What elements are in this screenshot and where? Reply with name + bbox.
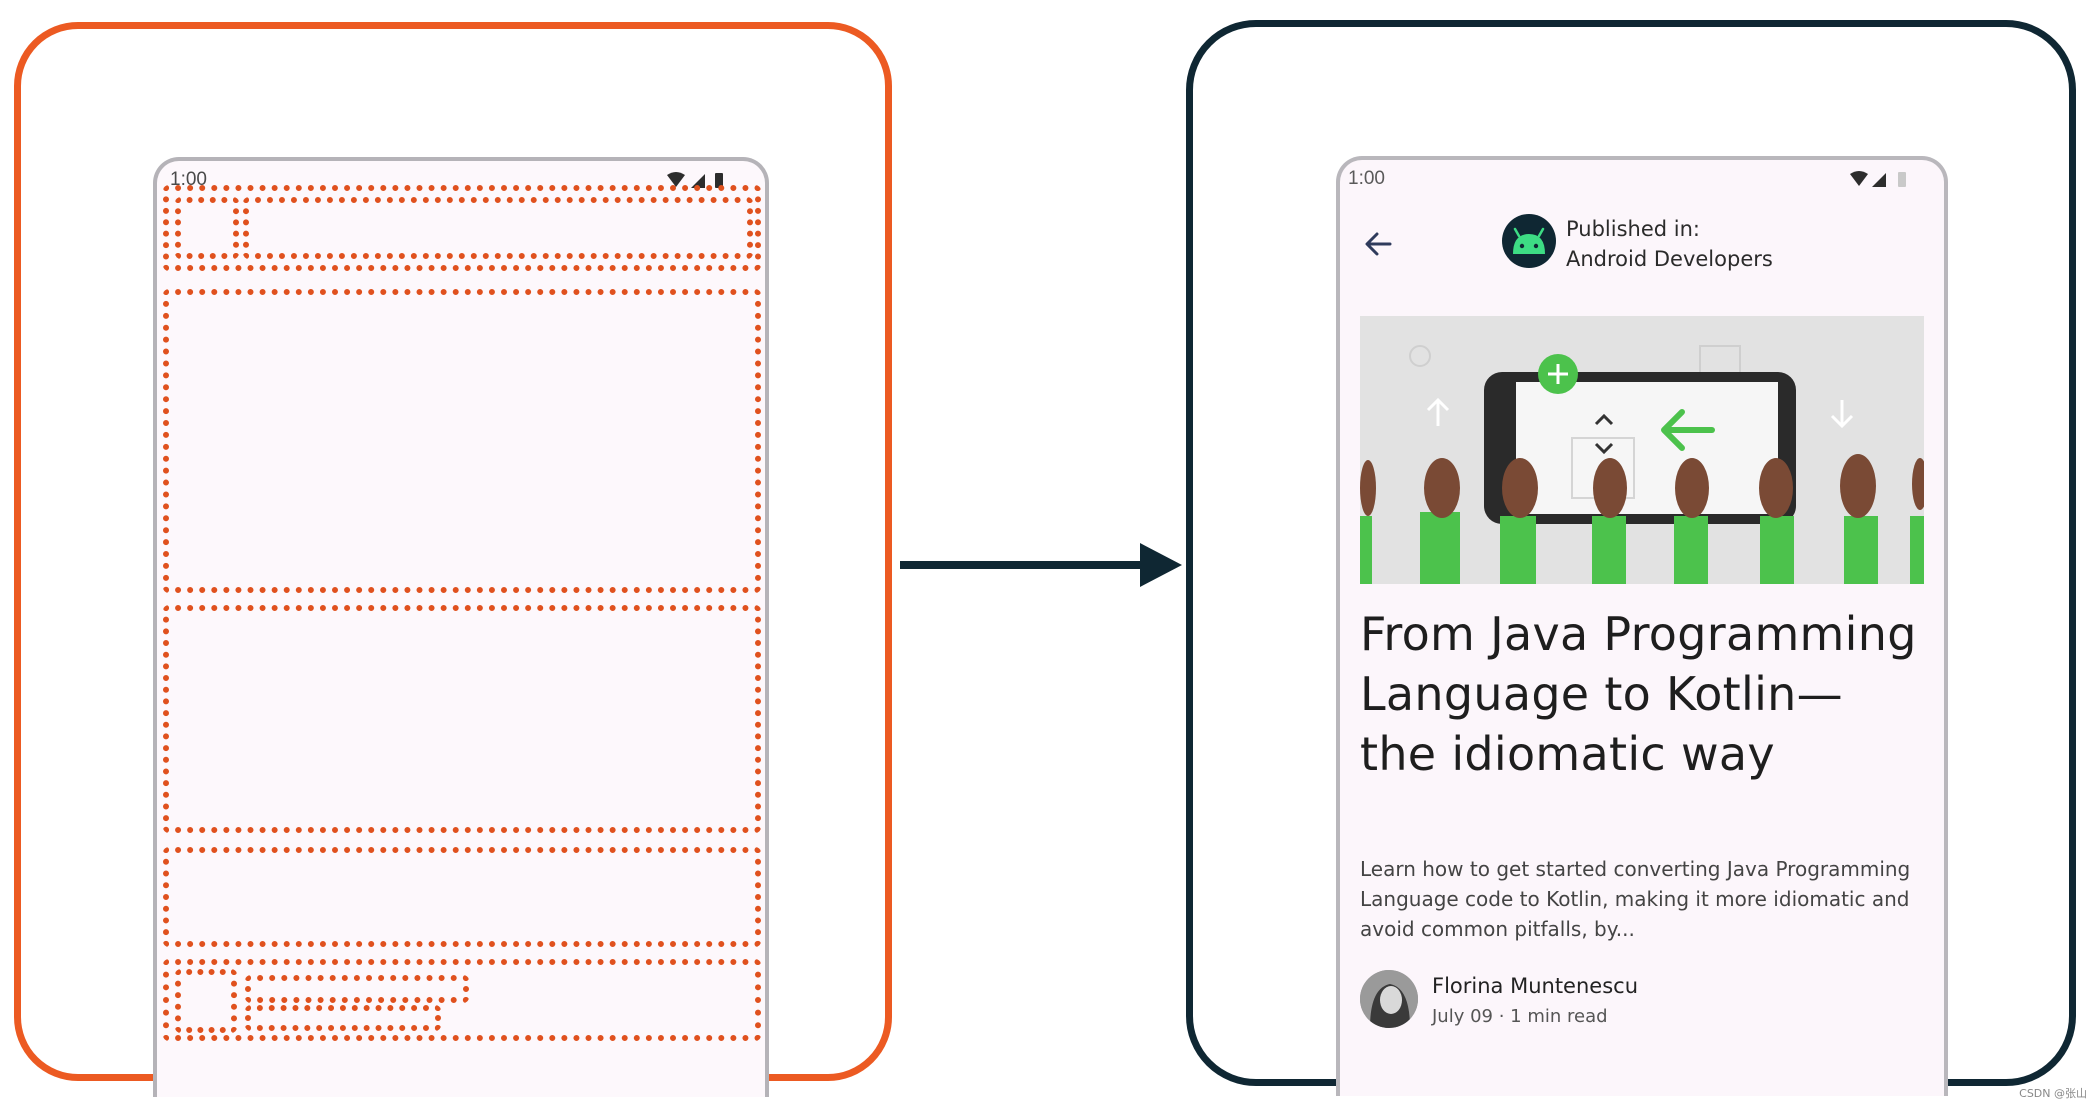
watermark: CSDN @张山 [2019, 1087, 2087, 1100]
wireframe-nav-icon-slot [175, 197, 239, 259]
status-icons [1850, 171, 1906, 187]
publication-label: Published in: [1566, 217, 1700, 241]
android-logo-icon [1513, 227, 1545, 254]
article-meta: July 09 · 1 min read [1432, 1006, 1608, 1027]
wireframe-summary-block [163, 847, 761, 947]
wireframe-author-row [163, 959, 761, 1041]
wireframe-author-name-slot [245, 975, 469, 1003]
back-arrow-icon[interactable] [1360, 226, 1396, 262]
signal-icon [1872, 173, 1886, 187]
wireframe-top-bar [163, 185, 761, 271]
status-icons [667, 172, 723, 188]
battery-icon [1898, 172, 1906, 187]
wireframe-image-slot [163, 289, 761, 593]
author-avatar[interactable] [1360, 970, 1418, 1028]
author-photo-icon [1360, 970, 1418, 1028]
hero-image [1360, 316, 1924, 584]
wireframe-author-meta-slot [245, 1005, 441, 1031]
rendered-phone: 1:00 Published in: Android Developers [1336, 156, 1948, 1096]
wifi-icon [667, 172, 685, 187]
status-time: 1:00 [1348, 168, 1385, 189]
status-time: 1:00 [170, 169, 207, 190]
battery-icon [715, 173, 723, 188]
article-title[interactable]: From Java Programming Language to Kotlin… [1360, 607, 1917, 781]
wireframe-title-slot [243, 197, 753, 259]
author-name[interactable]: Florina Muntenescu [1432, 974, 1639, 998]
wireframe-title-block [163, 605, 761, 833]
wireframe-phone: 1:00 [153, 157, 769, 1097]
publication-name[interactable]: Android Developers [1566, 247, 1773, 271]
hero-illustration [1360, 316, 1924, 584]
wireframe-author-avatar-slot [175, 969, 237, 1033]
arrow-right-icon [900, 543, 1182, 587]
publication-avatar[interactable] [1502, 214, 1556, 268]
article-summary: Learn how to get started converting Java… [1360, 857, 1911, 941]
signal-icon [691, 174, 705, 188]
wifi-icon [1850, 171, 1868, 186]
